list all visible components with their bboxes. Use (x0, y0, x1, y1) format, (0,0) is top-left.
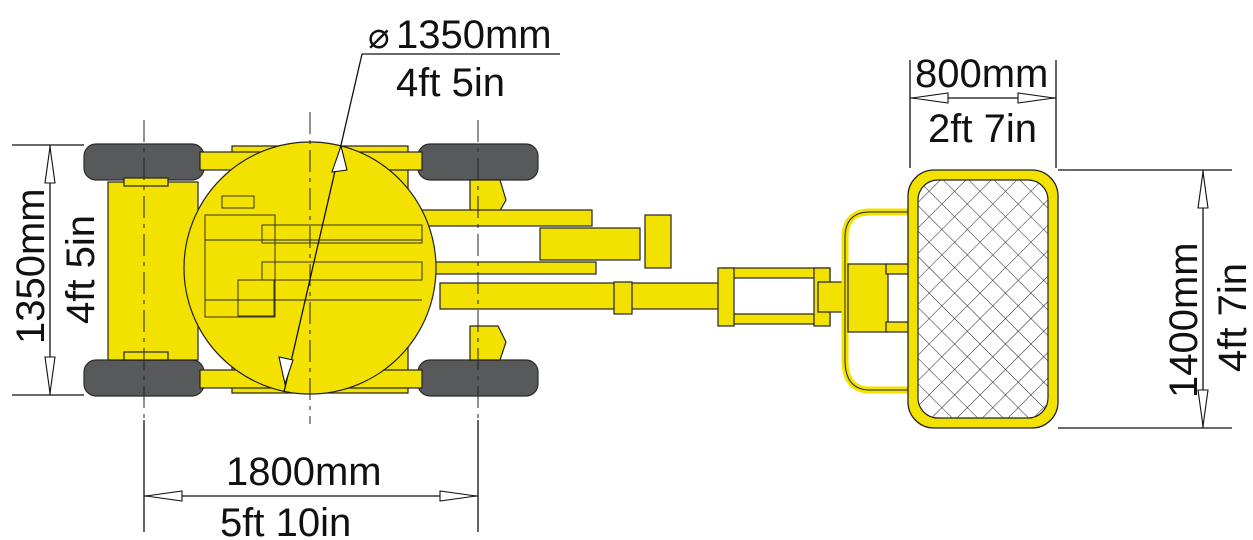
jib-knuckle-left (717, 267, 735, 327)
platform-width-metric: 800mm (915, 52, 1048, 96)
boom-cylinder (539, 227, 641, 261)
counterweight-top-cap (123, 177, 169, 187)
boom-sleeve (613, 281, 633, 315)
counterweight-bottom-cap (123, 351, 169, 361)
steering-linkage-bottom (469, 325, 507, 361)
turret-diameter-imperial: 4ft 5in (396, 61, 505, 105)
boom-end-block (644, 214, 672, 269)
turret-internals (204, 195, 423, 318)
dimension-platform-length: 1400mm 4ft 7in (1058, 169, 1253, 429)
chassis-width-metric: 1350mm (9, 188, 53, 344)
platform-width-imperial: 2ft 7in (928, 107, 1037, 151)
platform-guard-rail-outline (844, 211, 910, 391)
machine (83, 141, 1059, 429)
turret-diameter-metric: 1350mm (396, 13, 552, 57)
dimension-turret-diameter: ⌀ 1350mm 4ft 5in (278, 13, 560, 393)
steering-linkage-top (469, 179, 507, 215)
platform-floor-mesh (917, 179, 1049, 419)
chassis-width-imperial: 4ft 5in (59, 215, 103, 324)
platform-length-metric: 1400mm (1162, 242, 1206, 398)
platform-control-box (847, 263, 889, 333)
dimension-wheelbase: 1800mm 5ft 10in (143, 420, 479, 540)
diameter-symbol: ⌀ (368, 15, 390, 56)
wheelbase-metric: 1800mm (226, 450, 382, 494)
boom-jib (439, 282, 731, 310)
platform-length-imperial: 4ft 7in (1211, 263, 1253, 372)
center-lines (143, 112, 479, 424)
dimension-chassis-width: 1350mm 4ft 5in (9, 144, 103, 396)
wheelbase-imperial: 5ft 10in (220, 501, 351, 540)
dimension-platform-width: 800mm 2ft 7in (909, 52, 1057, 168)
